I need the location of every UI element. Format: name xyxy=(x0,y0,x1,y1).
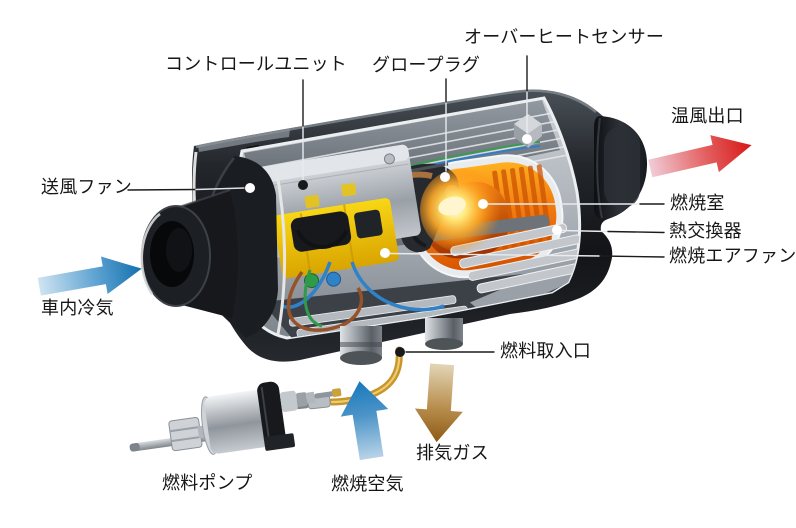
blower-fan-dot xyxy=(245,183,255,193)
leader-lines xyxy=(127,55,665,357)
heat-exchanger-label: 熱交換器 xyxy=(669,221,742,241)
heater-unit xyxy=(140,89,648,410)
overheat-sensor-dot xyxy=(522,134,532,144)
yellow-sticker xyxy=(341,182,357,197)
combustion-chamber-label: 燃焼室 xyxy=(670,193,725,213)
fuel-inlet-label: 燃料取入口 xyxy=(500,341,591,361)
overheat-sensor-label: オーバーヒートセンサー xyxy=(464,27,665,47)
pump-gold-tip xyxy=(331,388,342,397)
wiring-loops xyxy=(281,261,445,332)
fuel-inlet-dot xyxy=(395,347,405,357)
blower-fan-label: 送風ファン xyxy=(41,177,132,197)
combustion-air-fan-dot xyxy=(380,248,390,258)
exhaust-gas-arrow xyxy=(414,363,463,443)
control-unit xyxy=(250,144,421,289)
control-unit-dot xyxy=(298,180,308,190)
mounting-stub-right xyxy=(425,318,463,350)
pump-outlet-fitting xyxy=(279,390,298,412)
pump-bracket xyxy=(263,433,296,451)
fin-tray xyxy=(469,245,580,319)
fuel-pump-label: 燃料ポンプ xyxy=(162,473,253,493)
top-left-metal-sliver xyxy=(198,129,290,152)
combustion-air-fan-label: 燃焼エアファン xyxy=(669,246,796,266)
control-unit-label: コントロールユニット xyxy=(165,54,347,74)
relay-black xyxy=(354,209,383,239)
pump-hex-nut xyxy=(168,417,203,452)
glow-plug-label: グロープラグ xyxy=(372,55,481,75)
combustion-air-label: 燃焼空気 xyxy=(331,474,404,494)
fuel-pump xyxy=(129,381,342,455)
cabin-cold-air-arrow xyxy=(37,256,142,296)
fan-cut-edge xyxy=(274,167,287,335)
pump-body-cylinder xyxy=(204,389,276,454)
mounting-stub-left xyxy=(340,326,382,365)
glow-plug-dot xyxy=(440,172,450,182)
yellow-sticker xyxy=(304,194,320,209)
air-outlet-port-face xyxy=(604,126,640,208)
combustion-chamber-dot xyxy=(478,199,488,209)
flame-core xyxy=(438,196,466,216)
heat-exchanger-dot xyxy=(552,225,562,235)
intake-rim-highlight xyxy=(140,213,161,295)
combustion-air-arrow xyxy=(340,381,389,461)
warm-air-outlet-arrow xyxy=(648,135,752,178)
cap-blue xyxy=(326,271,342,287)
blower-fan-cone xyxy=(140,156,287,338)
port-flange-highlight xyxy=(596,117,603,219)
exhaust-gas-label: 排気ガス xyxy=(416,443,489,463)
cabin-cold-air-label: 車内冷気 xyxy=(41,298,114,318)
pump-band-black xyxy=(257,381,286,447)
warm-air-outlet-label: 温風出口 xyxy=(671,106,744,126)
